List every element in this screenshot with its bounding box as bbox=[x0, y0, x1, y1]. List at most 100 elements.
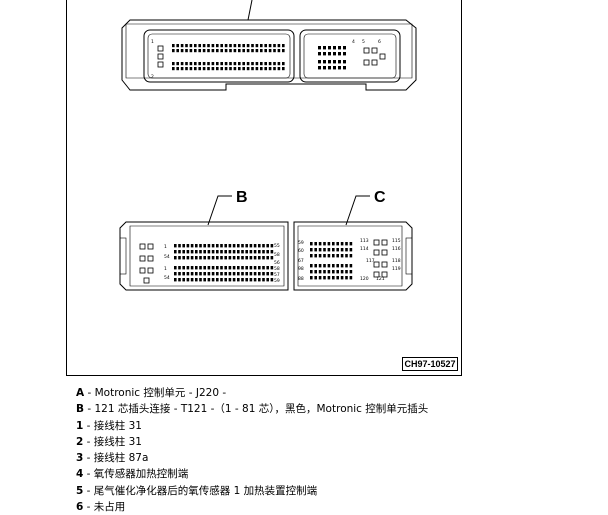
b-pin bbox=[186, 266, 190, 270]
b-pin bbox=[232, 250, 236, 254]
ecu-pin bbox=[224, 44, 228, 48]
c-pin bbox=[323, 276, 326, 280]
ecu-pin bbox=[180, 67, 184, 71]
b-pin-label: 59 bbox=[274, 278, 280, 284]
b-pin bbox=[190, 278, 194, 282]
c-large-pin bbox=[373, 261, 380, 268]
b-pin bbox=[199, 244, 202, 248]
b-pin bbox=[195, 266, 198, 270]
c-pin bbox=[340, 248, 344, 252]
ecu-pin bbox=[318, 66, 321, 70]
b-pin bbox=[241, 250, 244, 254]
b-pin bbox=[178, 244, 181, 248]
b-pin bbox=[182, 266, 185, 270]
c-pin-label: 114 bbox=[360, 246, 369, 252]
c-pin bbox=[345, 254, 348, 258]
ecu-pin bbox=[277, 67, 281, 71]
ecu-pin bbox=[264, 62, 267, 66]
ecu-pin bbox=[238, 62, 241, 66]
b-pin bbox=[237, 278, 240, 282]
b-pin bbox=[186, 272, 190, 276]
ecu-pin bbox=[246, 62, 250, 66]
ecu-pin bbox=[180, 62, 184, 66]
c-pin bbox=[323, 242, 326, 246]
legend-item: 6 - 未占用 bbox=[76, 501, 126, 514]
connector-c-body bbox=[293, 221, 413, 291]
b-pin bbox=[220, 250, 223, 254]
b-pin bbox=[249, 266, 253, 270]
c-pin bbox=[310, 254, 313, 258]
c-pin bbox=[327, 270, 331, 274]
legend-item: A - Motronic 控制单元 - J220 - bbox=[76, 387, 227, 399]
ecu-pin bbox=[185, 44, 188, 48]
b-pin bbox=[203, 272, 206, 276]
b-pin bbox=[203, 244, 206, 248]
b-pin bbox=[237, 266, 240, 270]
ecu-pin bbox=[172, 49, 175, 53]
b-pin bbox=[241, 272, 244, 276]
ecu-pin bbox=[260, 67, 263, 71]
ecu-pin bbox=[328, 46, 331, 50]
b-pin bbox=[195, 272, 198, 276]
b-pin-label: 1 bbox=[164, 266, 167, 272]
c-pin bbox=[336, 264, 339, 268]
ecu-pin bbox=[333, 46, 336, 50]
b-pin bbox=[253, 250, 257, 254]
b-pin bbox=[232, 256, 236, 260]
b-pin bbox=[220, 256, 223, 260]
ecu-pin bbox=[202, 67, 206, 71]
c-pin-label: 88 bbox=[298, 276, 304, 282]
c-pin bbox=[340, 264, 344, 268]
ecu-pin bbox=[333, 66, 336, 70]
c-pin bbox=[340, 242, 344, 246]
ecu-large-pin bbox=[157, 53, 164, 60]
c-pin bbox=[345, 242, 348, 246]
b-pin bbox=[182, 250, 185, 254]
ecu-pin bbox=[343, 46, 346, 50]
ecu-pin bbox=[189, 62, 193, 66]
ecu-pin bbox=[246, 44, 250, 48]
c-pin-label: 116 bbox=[392, 246, 401, 252]
c-pin bbox=[349, 254, 353, 258]
b-pin bbox=[232, 272, 236, 276]
b-pin bbox=[270, 256, 274, 260]
ecu-pin bbox=[343, 60, 346, 64]
ecu-housing bbox=[121, 19, 417, 91]
callout-b: B bbox=[236, 189, 248, 206]
b-pin bbox=[245, 256, 248, 260]
legend-item: 5 - 尾气催化净化器后的氧传感器 1 加热装置控制端 bbox=[76, 484, 318, 497]
b-pin bbox=[182, 244, 185, 248]
b-pin bbox=[245, 244, 248, 248]
ecu-pin bbox=[198, 49, 201, 53]
c-pin bbox=[349, 264, 353, 268]
b-pin bbox=[249, 256, 253, 260]
c-pin-label: 59 bbox=[298, 240, 304, 246]
ecu-large-pin bbox=[363, 47, 370, 54]
b-pin bbox=[266, 278, 269, 282]
b-pin bbox=[182, 278, 185, 282]
b-pin-label: 55 bbox=[274, 243, 280, 249]
b-pin bbox=[203, 266, 206, 270]
c-pin bbox=[332, 242, 335, 246]
callout-c: C bbox=[374, 189, 386, 206]
legend-item: 1 - 接线柱 31 bbox=[76, 419, 142, 432]
ecu-pin bbox=[233, 44, 237, 48]
ecu-pin bbox=[180, 49, 184, 53]
c-pin-label: 98 bbox=[298, 266, 304, 272]
ecu-pin bbox=[172, 62, 175, 66]
pin-arrays bbox=[139, 44, 388, 284]
c-pin bbox=[318, 264, 322, 268]
b-pin bbox=[174, 278, 177, 282]
ecu-pin bbox=[242, 49, 245, 53]
ecu-pin bbox=[176, 62, 179, 66]
b-pin-label: 54 bbox=[164, 275, 170, 281]
ecu-pin bbox=[268, 44, 272, 48]
c-pin-label: 60 bbox=[298, 248, 304, 254]
b-pin-label: 57 bbox=[274, 272, 280, 278]
b-pin bbox=[199, 256, 202, 260]
c-pin bbox=[340, 276, 344, 280]
b-pin bbox=[241, 256, 244, 260]
c-pin bbox=[336, 254, 339, 258]
b-pin bbox=[258, 266, 261, 270]
b-pin bbox=[228, 250, 232, 254]
